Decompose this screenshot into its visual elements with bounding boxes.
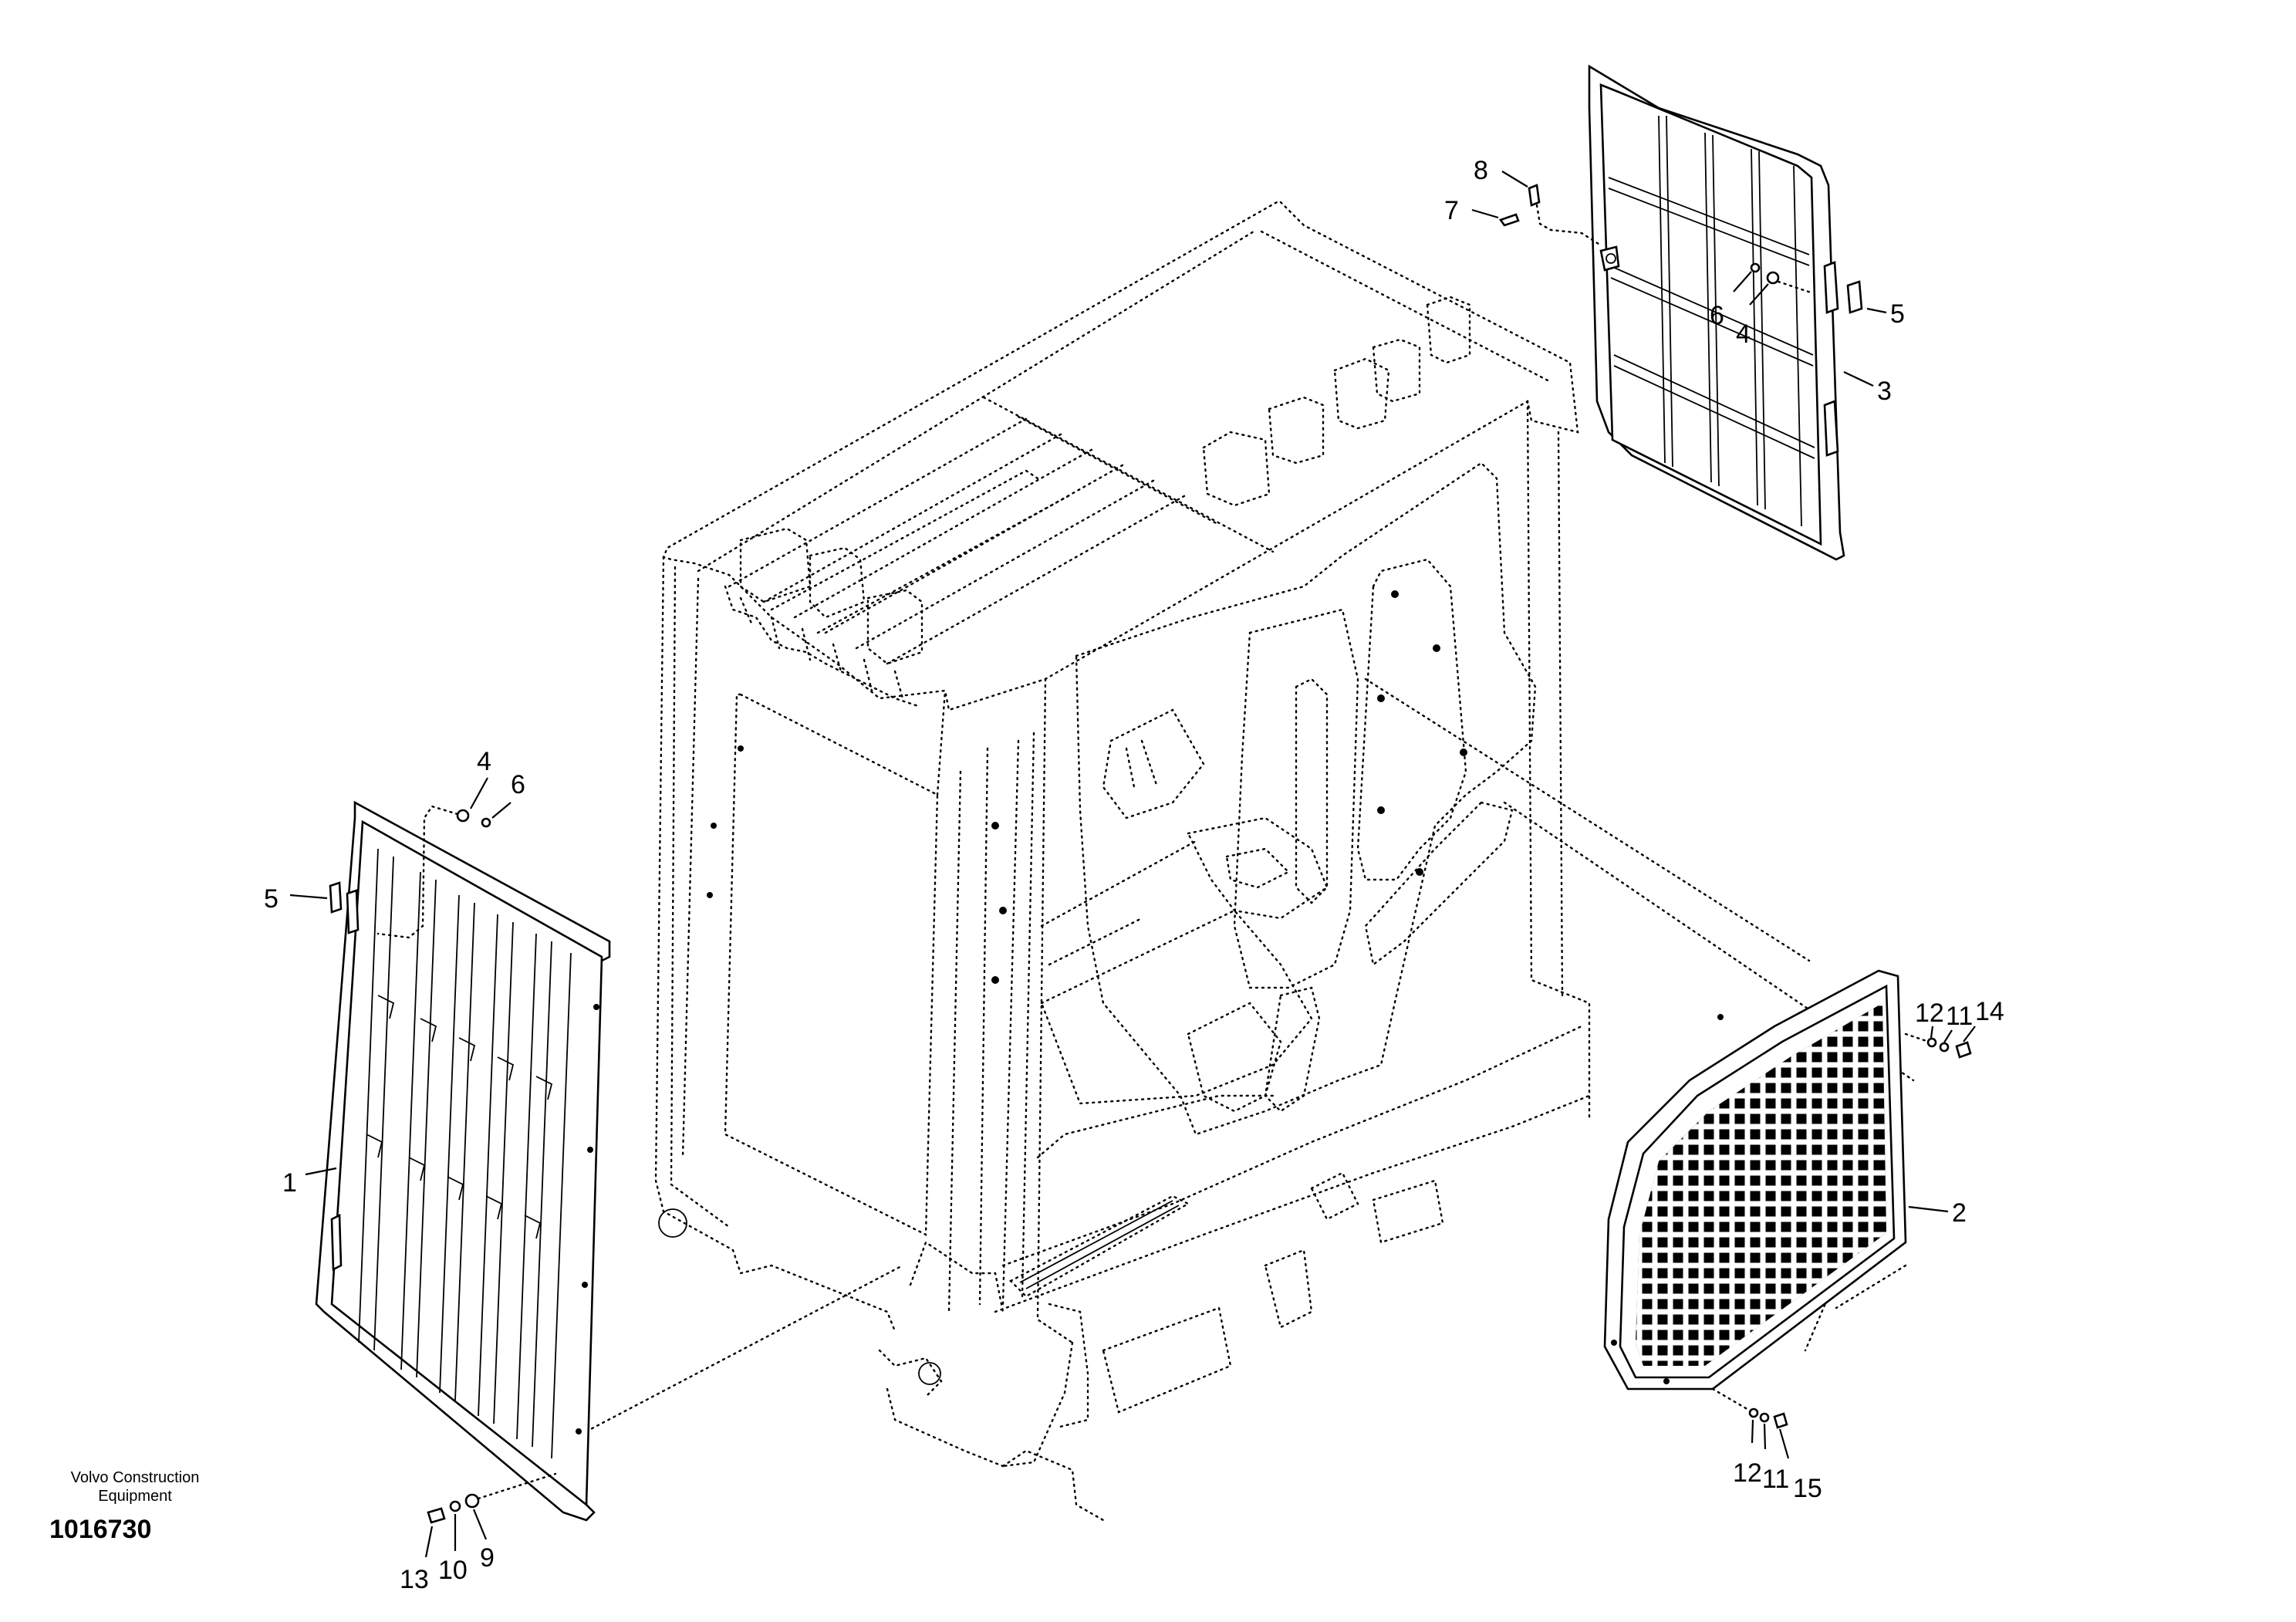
washer-part-6-left [481,817,491,828]
callout-2: 2 [1952,1198,1967,1228]
callout-4-right: 4 [1736,319,1751,349]
manufacturer-name-line-1: Volvo Construction [70,1469,200,1486]
pin-part-7 [1498,213,1520,227]
callout-14: 14 [1975,997,2004,1026]
document-number: 1016730 [49,1515,152,1544]
manufacturer-name-line-2: Equipment [98,1488,172,1505]
callout-4-left: 4 [477,747,491,776]
callout-leaders [289,171,1976,1558]
washer-part-6-right [1750,262,1761,273]
callout-6-left: 6 [511,770,525,799]
callout-11-top: 11 [1946,1002,1973,1031]
callout-11-bottom: 11 [1762,1465,1789,1494]
spring-pin-part-8 [1528,184,1541,207]
callout-8: 8 [1474,156,1488,185]
hinge-part-5-left [329,881,343,914]
callout-1: 1 [282,1168,297,1198]
callout-6-right: 6 [1710,301,1724,330]
manufacturer-caption: Volvo Construction Equipment 1016730 [46,1468,224,1545]
bolt-part-14 [1955,1041,1972,1059]
callout-5-left: 5 [264,884,279,914]
washer-part-11-top [1939,1042,1950,1053]
callout-numbers: 1 2 3 4 6 5 8 7 6 4 5 13 10 9 12 11 14 1… [264,156,2004,1594]
panel-2-hardware [1711,1032,1972,1429]
panel-3-hardware [1498,184,1863,314]
callout-5-right: 5 [1890,299,1905,329]
callout-12-top: 12 [1915,999,1944,1028]
bolt-part-13 [427,1507,446,1524]
cab-phantom-outline [585,201,1915,1522]
side-grille-panel-part-1 [315,800,611,1522]
nut-part-4-right [1766,271,1780,285]
nut-part-9 [464,1493,480,1509]
washer-part-10 [449,1500,461,1512]
washer-part-12-top [1926,1037,1937,1048]
hinge-part-5-right [1846,280,1863,314]
callout-10: 10 [438,1556,468,1585]
panel-1-hardware [329,805,557,1524]
washer-part-11-bottom [1759,1412,1770,1423]
mesh-screen-part-2 [1603,969,1907,1391]
nut-part-4-left [456,809,470,823]
callout-7: 7 [1444,196,1459,225]
callout-12-bottom: 12 [1733,1458,1762,1488]
callout-13: 13 [400,1565,429,1594]
rear-grille-panel-part-3 [1588,64,1845,561]
callout-15: 15 [1793,1474,1822,1503]
bolt-part-15 [1773,1412,1788,1429]
callout-3: 3 [1877,377,1892,406]
washer-part-12-bottom [1748,1407,1759,1418]
callout-9: 9 [480,1543,495,1573]
